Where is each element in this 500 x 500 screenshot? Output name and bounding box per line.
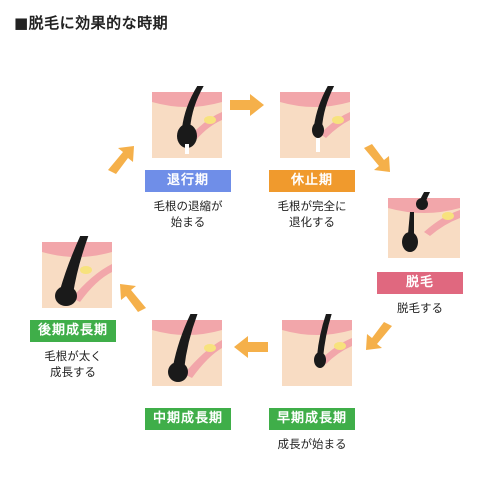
arrow-right-icon [230, 94, 264, 116]
stage-label-early: 早期成長期 [269, 408, 355, 430]
arrow-down-right-icon [364, 144, 390, 172]
hair-illustration-removal [388, 192, 460, 258]
stage-label-late: 後期成長期 [30, 320, 116, 342]
arrow-left-icon [234, 336, 268, 358]
stage-desc-resting: 毛根が完全に 退化する [252, 198, 372, 230]
hair-illustration-regression [152, 86, 222, 158]
hair-illustration-resting [280, 86, 350, 158]
desc-line: 毛根が太く [44, 349, 102, 363]
arrow-down-left-icon [366, 322, 392, 350]
stage-desc-regression: 毛根の退縮が 始まる [128, 198, 248, 230]
desc-line: 始まる [170, 215, 206, 229]
stage-label-middle: 中期成長期 [145, 408, 231, 430]
stage-label-resting: 休止期 [269, 170, 355, 192]
stage-label-regression: 退行期 [145, 170, 231, 192]
arrow-up-left-icon [120, 284, 146, 312]
hair-illustration-early [282, 314, 352, 386]
desc-line: 毛根の退縮が [153, 199, 223, 213]
stage-desc-late: 毛根が太く 成長する [13, 348, 133, 380]
stage-label-removal: 脱毛 [377, 272, 463, 294]
stage-desc-removal: 脱毛する [360, 300, 480, 316]
hair-illustration-late [42, 236, 112, 308]
page-title: ■脱毛に効果的な時期 [14, 14, 169, 32]
stage-desc-early: 成長が始まる [252, 436, 372, 452]
desc-line: 毛根が完全に [277, 199, 347, 213]
desc-line: 成長する [50, 365, 96, 379]
desc-line: 成長が始まる [277, 437, 347, 451]
desc-line: 脱毛する [397, 301, 443, 315]
desc-line: 退化する [289, 215, 335, 229]
arrow-up-right-icon [108, 146, 134, 174]
hair-illustration-middle [152, 314, 222, 386]
